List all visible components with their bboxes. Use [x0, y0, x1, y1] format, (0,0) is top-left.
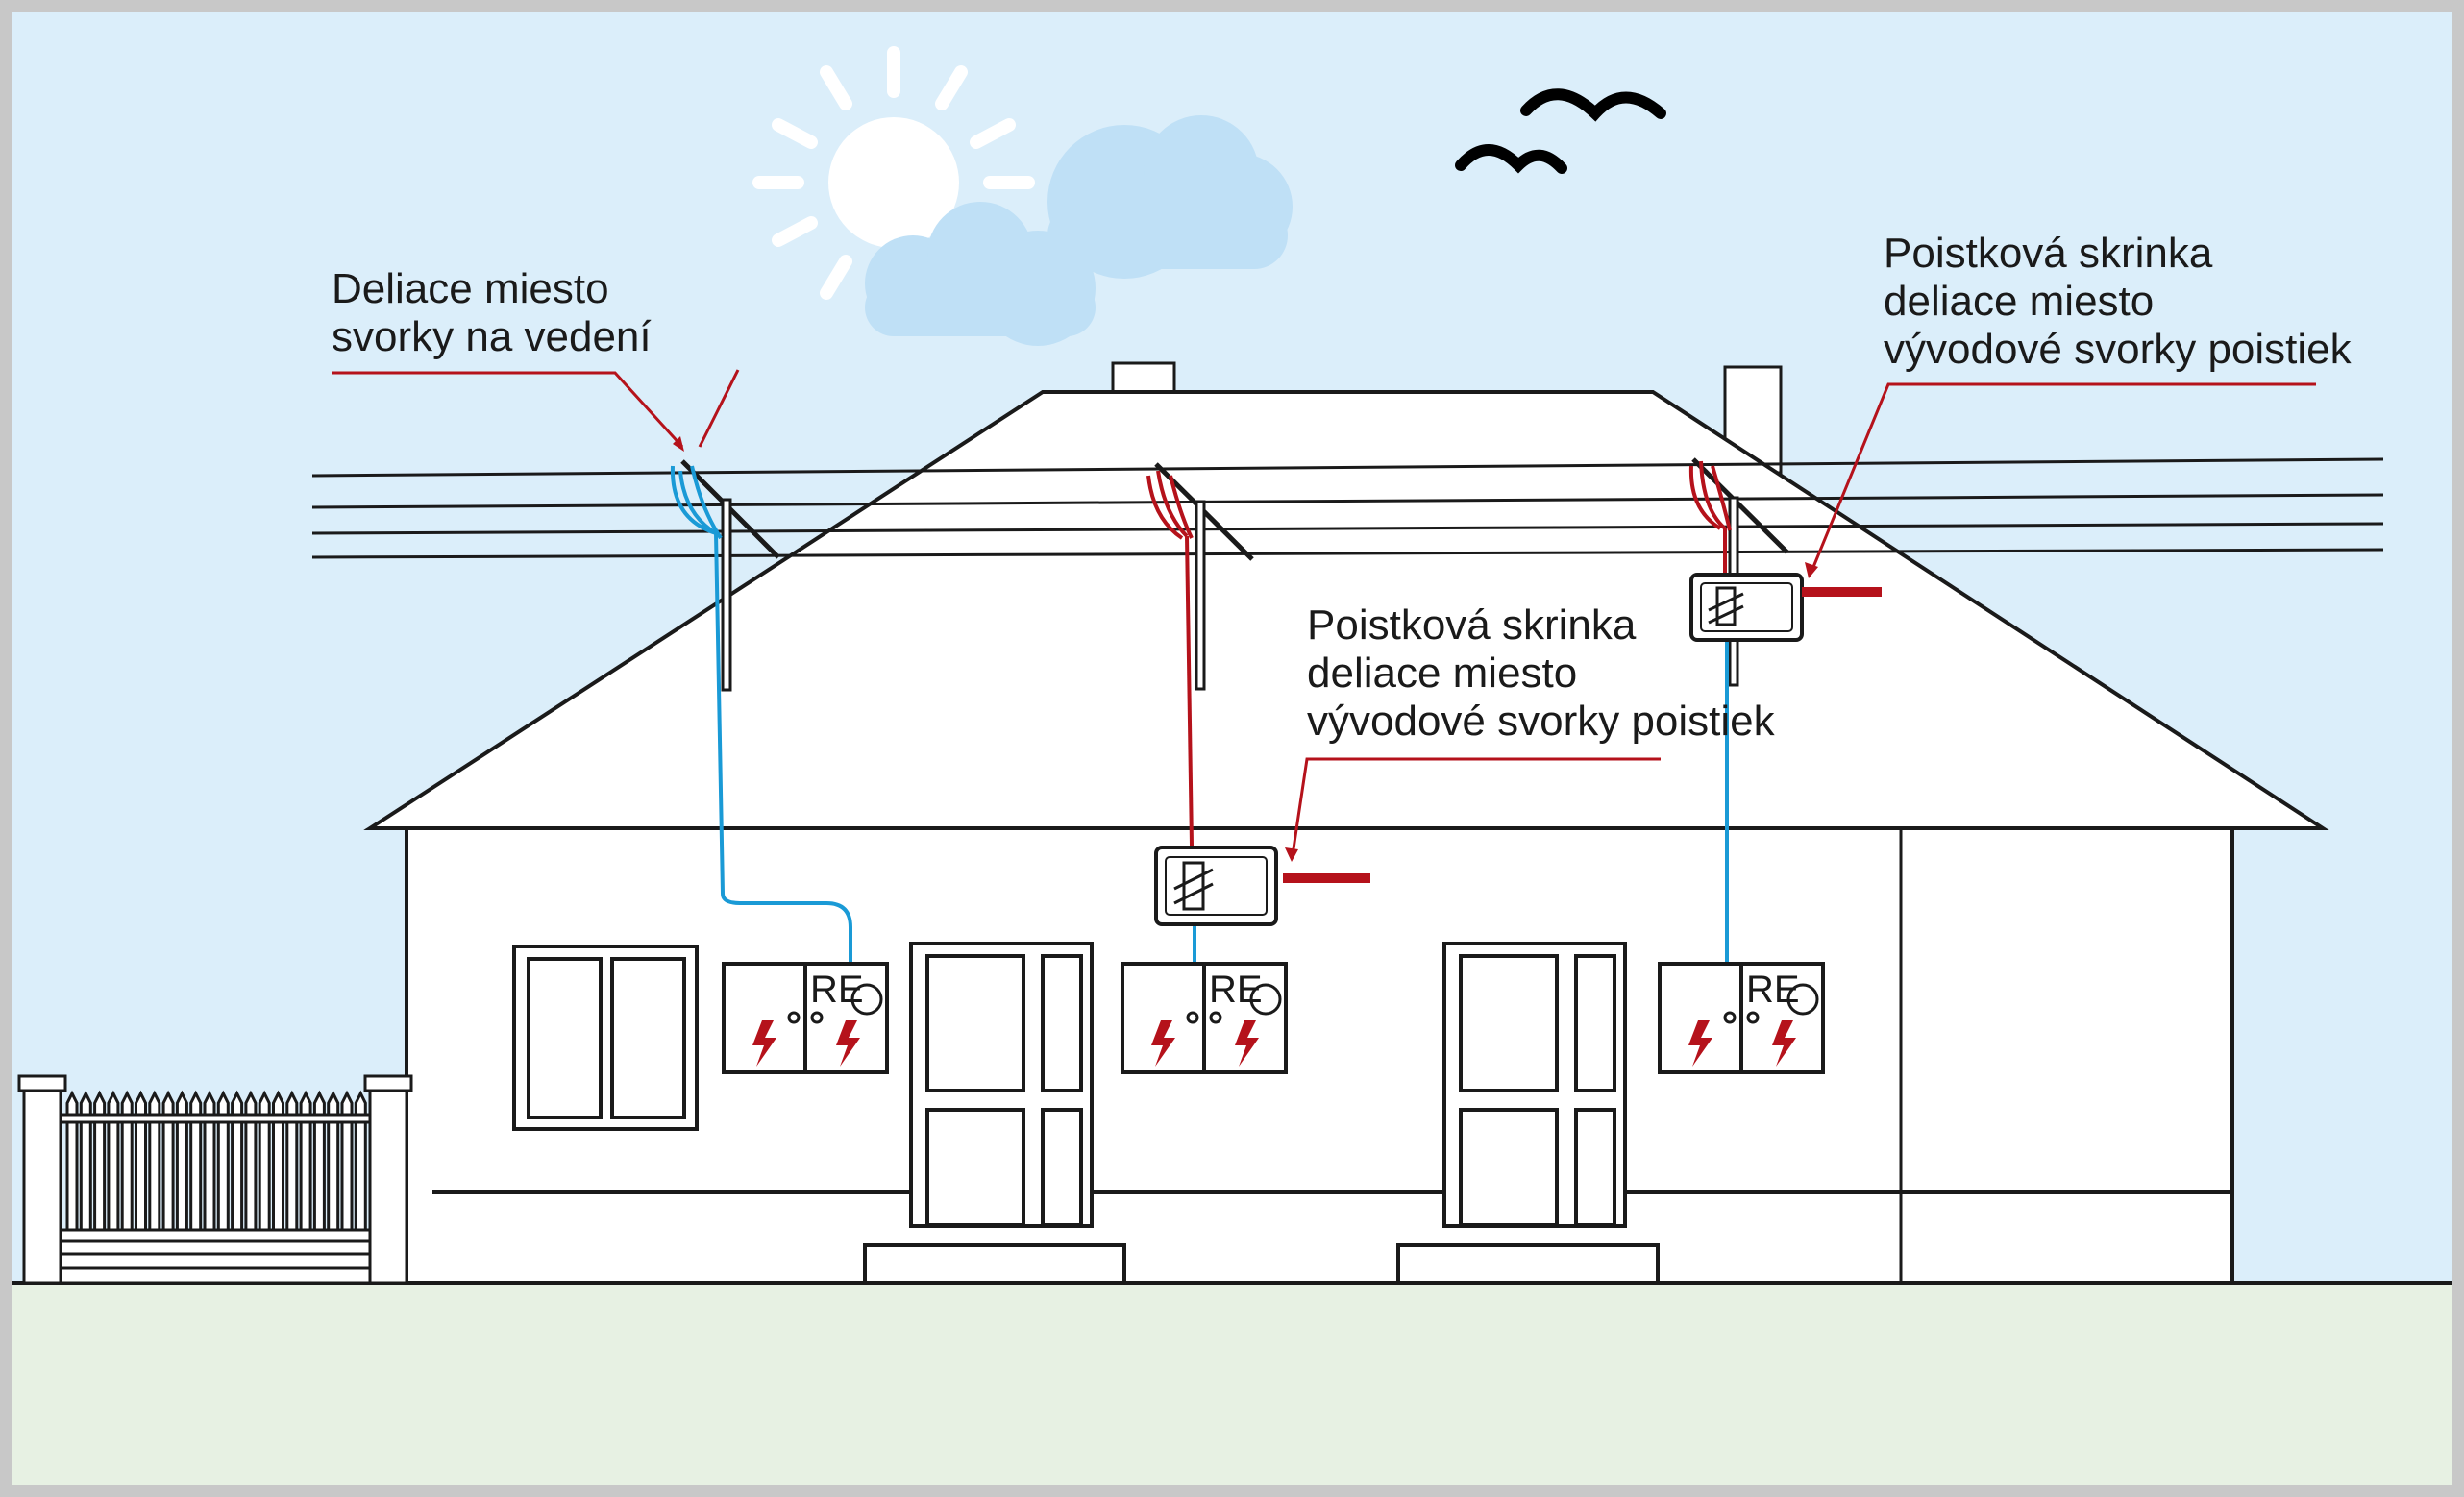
label-right-line1: Poistková skrinka [1884, 230, 2213, 277]
fence-picket [79, 1090, 92, 1232]
lightning-bolt-icon [1688, 1020, 1796, 1067]
overhead-power-lines [311, 457, 2384, 559]
fence-picket [189, 1090, 203, 1232]
fence-picket [107, 1090, 120, 1232]
label-right-line3: vývodové svorky poistiek [1884, 326, 2353, 373]
fence-picket [244, 1090, 258, 1232]
meter-cabinet-middle [1121, 962, 1288, 1074]
fence-picket [272, 1090, 284, 1232]
fence-picket [203, 1090, 216, 1232]
callout-right: Poistková skrinka deliace miesto vývodov… [1802, 230, 2353, 597]
roof-bracket-left [680, 459, 780, 692]
ground [12, 1283, 2452, 1485]
fence-picket [285, 1090, 299, 1232]
fence-picket [120, 1090, 134, 1232]
fence-picket [299, 1090, 312, 1232]
lightning-bolt-icon [1151, 1020, 1259, 1067]
fence-picket [93, 1090, 107, 1232]
red-connection-wire [1146, 470, 1194, 847]
window [512, 945, 699, 1131]
cloud-icon [865, 115, 1293, 346]
sun-icon [752, 46, 1035, 300]
lightning-bolt-icon [752, 1020, 860, 1067]
fence-picket [216, 1090, 230, 1232]
fence-picket [148, 1090, 161, 1232]
fence-picket [312, 1090, 326, 1232]
blue-connection-wire [670, 465, 852, 964]
label-left-line2: svorky na vedení [332, 313, 652, 360]
label-middle-line3: vývodové svorky poistiek [1307, 698, 1776, 745]
fuse-box-middle [1154, 846, 1278, 926]
fence-rail [59, 1113, 372, 1124]
meter-cabinet-left [722, 962, 889, 1074]
door-left [863, 942, 1126, 1285]
fence-picket [258, 1090, 271, 1232]
fence-picket [231, 1090, 244, 1232]
label-left-line1: Deliace miesto [332, 265, 609, 312]
label-middle-line1: Poistková skrinka [1307, 601, 1637, 649]
meter-cabinet-right [1658, 962, 1825, 1074]
meter-label-right: RE [1746, 969, 1800, 1011]
label-middle-line2: deliace miesto [1307, 650, 1577, 697]
chimney-left [1111, 361, 1176, 396]
fence-picket [354, 1090, 367, 1232]
fence-picket [65, 1090, 79, 1232]
fence [17, 1074, 413, 1285]
fence-picket [135, 1090, 147, 1232]
birds-icon [1455, 88, 1666, 174]
meter-label-left: RE [810, 969, 864, 1011]
label-right-line2: deliace miesto [1884, 278, 2154, 325]
house-wall [405, 826, 2234, 1285]
fence-picket [327, 1090, 340, 1232]
fence-picket [175, 1090, 188, 1232]
meter-label-middle: RE [1209, 969, 1263, 1011]
door-right [1396, 942, 1660, 1285]
fence-picket [161, 1090, 175, 1232]
callout-middle: Poistková skrinka deliace miesto vývodov… [1283, 601, 1776, 883]
fuse-box-right [1689, 573, 1804, 642]
fence-picket [340, 1090, 354, 1232]
callout-left: Deliace miesto svorky na vedení [332, 265, 740, 452]
red-connection-wire-right [1688, 460, 1732, 577]
